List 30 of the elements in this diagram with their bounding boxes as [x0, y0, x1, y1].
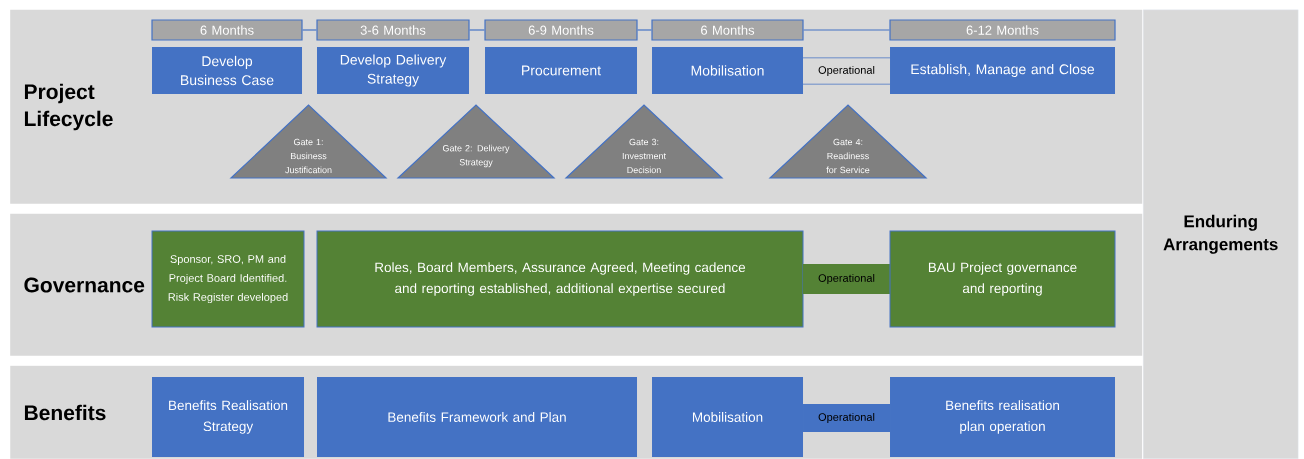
month-box: 3-6 Months — [316, 19, 470, 41]
month-box: 6 Months — [151, 19, 303, 41]
process-box: Develop Business Case — [152, 47, 302, 94]
process-box: Mobilisation — [652, 47, 803, 94]
process-box: Benefits Framework and Plan — [317, 377, 637, 457]
connector-line — [302, 29, 317, 31]
process-box: Procurement — [485, 47, 637, 94]
month-box: 6-9 Months — [484, 19, 638, 41]
connector-line — [803, 29, 890, 31]
operational-band: Operational — [803, 404, 890, 432]
band-panel: Enduring Arrangements — [1143, 9, 1299, 459]
process-box: Establish, Manage and Close — [890, 47, 1115, 94]
process-box: Roles, Board Members, Assurance Agreed, Meeting cadence and reporting established, additional expertise secured — [316, 230, 804, 328]
process-box: Benefits realisation plan operation — [890, 377, 1115, 457]
band-heading: Project Lifecycle — [24, 83, 113, 131]
process-box: BAU Project governance and reporting — [889, 230, 1116, 328]
band-heading: Benefits — [24, 404, 106, 421]
month-box: 6 Months — [651, 19, 804, 41]
operational-band: Operational — [803, 264, 890, 294]
process-box: Sponsor, SRO, PM and Project Board Identified. Risk Register developed — [151, 230, 305, 328]
connector-line — [469, 29, 485, 31]
band-heading: Governance — [24, 277, 145, 293]
process-box: Mobilisation — [652, 377, 803, 457]
node-label: Operational — [818, 273, 875, 285]
connector-line — [637, 29, 652, 31]
operational-band: Operational — [802, 57, 891, 85]
process-box: Benefits Realisation Strategy — [152, 377, 304, 457]
month-box: 6-12 Months — [889, 19, 1116, 41]
process-box: Develop Delivery Strategy — [317, 47, 469, 94]
node-label: Operational — [818, 412, 875, 424]
